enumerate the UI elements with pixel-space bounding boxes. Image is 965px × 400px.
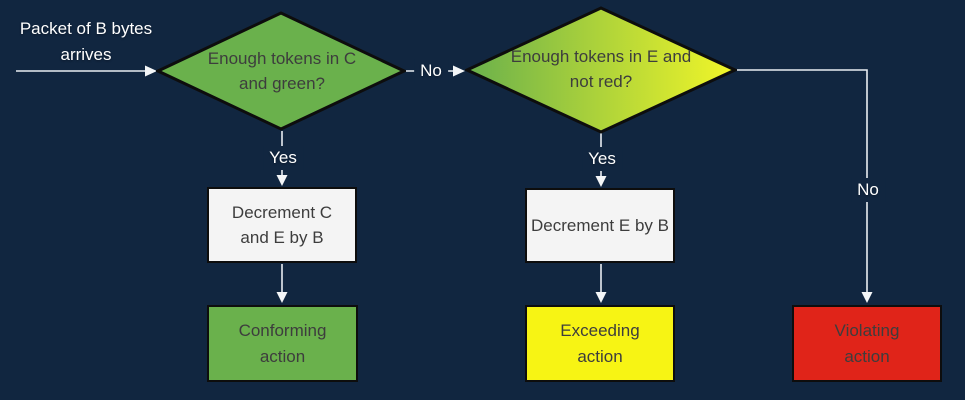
decision-diamond-1 [156, 11, 406, 131]
action-box-violating: Violating action [792, 305, 942, 382]
action-box-conforming-label: Conforming action [238, 321, 327, 366]
edge-label-yes-1: Yes [263, 146, 303, 170]
arrowhead-yes-2 [595, 176, 607, 187]
arrowhead-no-2 [861, 292, 873, 303]
decision-2-label: Enough tokens in E and not red? [510, 46, 692, 92]
edge-label-no-1: No [414, 59, 448, 83]
process-box-decrement-c-e: Decrement C and E by B [207, 187, 357, 263]
edge-label-no-2: No [851, 178, 885, 202]
arrowhead-start [145, 65, 157, 77]
action-box-conforming: Conforming action [207, 305, 358, 382]
arrowhead-p2-exceeding [595, 292, 607, 303]
decision-diamond-1-shape [156, 11, 406, 131]
edge-no-2 [737, 69, 868, 293]
action-box-exceeding: Exceeding action [525, 305, 675, 382]
process-box-decrement-e-label: Decrement E by B [531, 215, 669, 235]
start-label: Packet of B bytes arrives [19, 19, 153, 64]
process-box-decrement-c-e-label: Decrement C and E by B [231, 202, 333, 248]
action-box-violating-label: Violating action [834, 321, 900, 366]
arrowhead-p1-conforming [276, 292, 288, 303]
decision-diamond-2 [465, 6, 737, 134]
decision-1-label: Enough tokens in C and green? [207, 48, 357, 94]
arrowhead-yes-1 [276, 175, 288, 186]
process-box-decrement-e: Decrement E by B [525, 188, 675, 263]
decision-diamond-2-shape [465, 6, 737, 134]
action-box-exceeding-label: Exceeding action [560, 321, 640, 366]
edge-label-yes-2: Yes [582, 147, 622, 171]
arrowhead-no-1 [453, 65, 465, 77]
